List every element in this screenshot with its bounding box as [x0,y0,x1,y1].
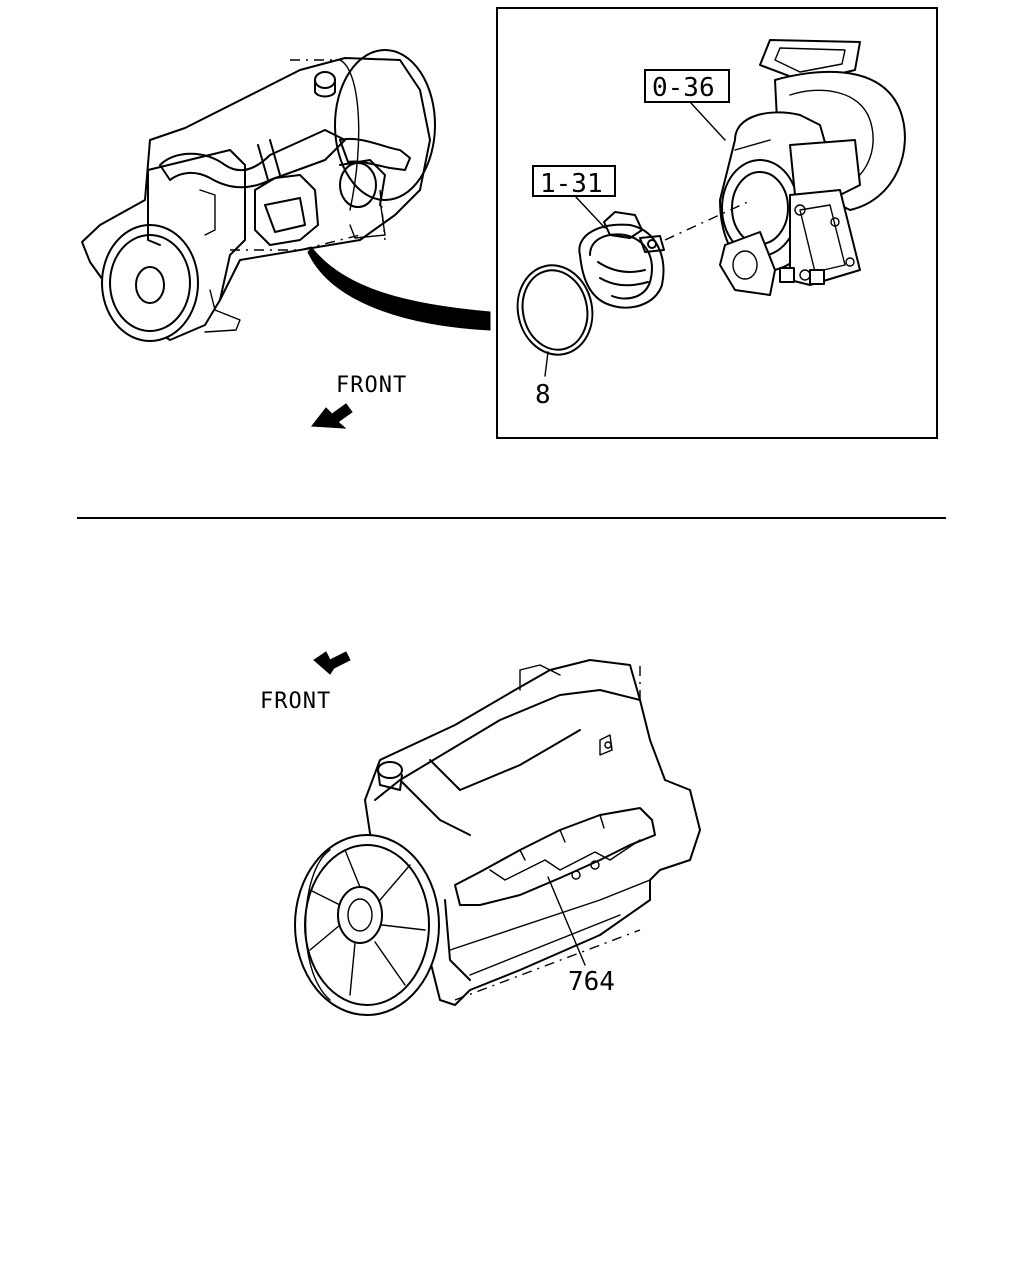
clamp-illustration [578,211,665,309]
turbocharger-illustration [719,39,906,296]
axis-line [664,199,753,241]
callout-gasket: 8 [535,351,551,410]
front-label-top: FRONT [336,373,407,398]
engine-top-illustration [81,49,436,342]
detail-leader-wedge [307,247,491,331]
callout-clamp: 1-31 [532,165,616,229]
front-arrow-top-icon [311,403,353,429]
front-label-bottom: FRONT [260,689,331,714]
gasket-illustration [516,264,594,356]
front-arrow-bottom-icon [313,651,351,675]
callout-heat-shield: 764 [547,876,615,997]
front-arrow-top: FRONT [311,373,407,429]
callout-turbocharger-box [644,69,730,103]
detail-box [496,7,938,439]
engine-bottom-illustration [294,659,701,1016]
callout-gasket-label: 8 [535,380,551,410]
callout-clamp-label: 1-31 [540,169,603,199]
callout-heat-shield-label: 764 [568,967,615,997]
callout-turbocharger: 0-36 [644,69,730,141]
front-arrow-bottom: FRONT [260,651,351,714]
callout-clamp-box [532,165,616,197]
callout-turbocharger-label: 0-36 [652,73,715,103]
